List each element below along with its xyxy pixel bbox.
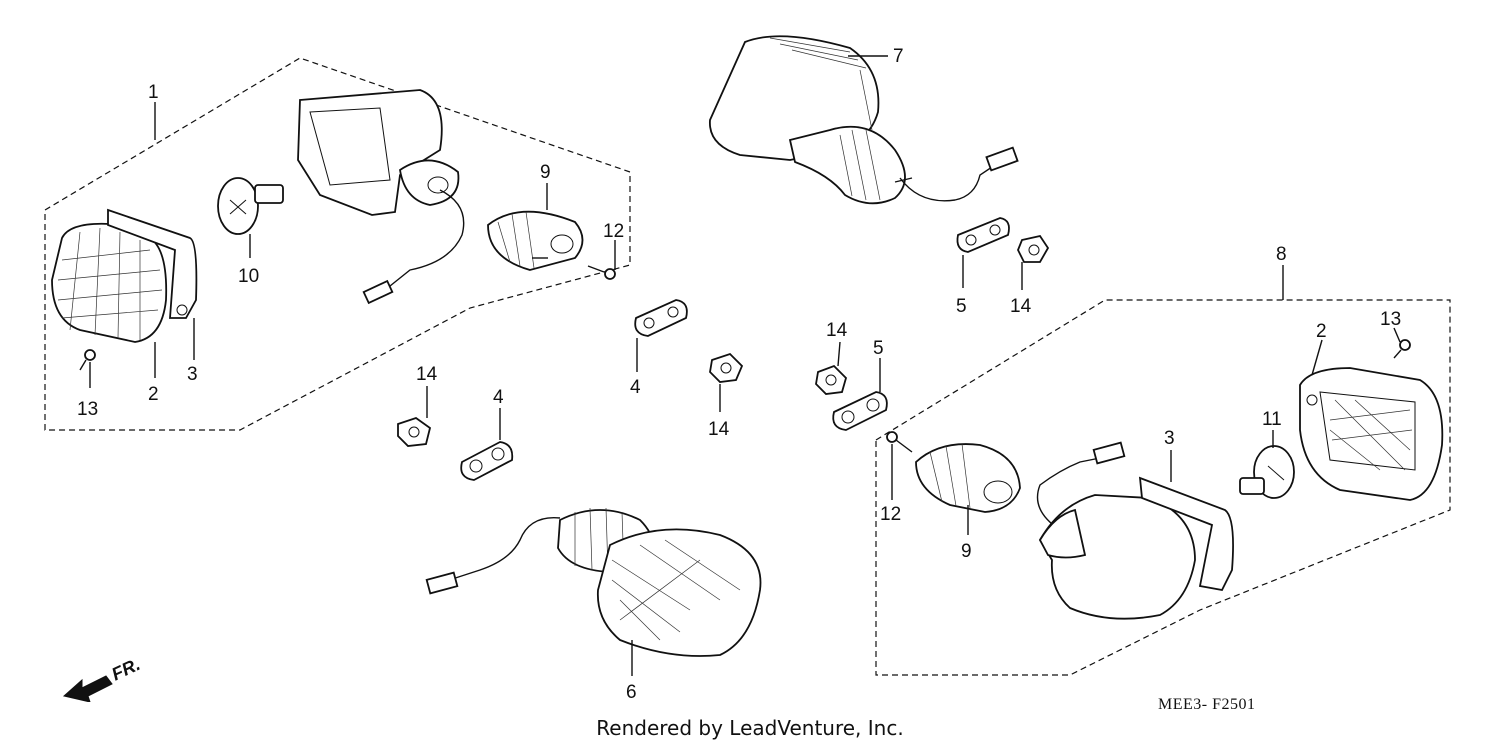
callout-14-mid: 14 — [708, 419, 730, 440]
callout-4-left: 4 — [493, 387, 504, 408]
housing-left — [297, 89, 460, 216]
callout-13-left: 13 — [77, 399, 98, 420]
nut-14-left — [397, 417, 432, 447]
lens-left — [51, 222, 168, 343]
assembly-boundary-right — [875, 299, 1451, 676]
gasket-left — [107, 208, 198, 319]
callout-7: 7 — [893, 46, 904, 67]
plate-5-top — [956, 217, 1010, 253]
plate-4-left — [460, 441, 514, 481]
callout-3-left: 3 — [187, 364, 198, 385]
callout-14-top: 14 — [1010, 296, 1032, 317]
credit-line: Rendered by LeadVenture, Inc. — [596, 716, 904, 740]
callout-9-left: 9 — [540, 162, 551, 183]
callout-12-right: 12 — [880, 504, 901, 525]
callout-6: 6 — [626, 682, 637, 703]
bulb-10 — [217, 177, 284, 235]
gasket-right — [1138, 476, 1234, 592]
callout-13-right: 13 — [1380, 309, 1401, 330]
screw-12-left — [587, 265, 616, 280]
callout-14-right: 14 — [826, 320, 848, 341]
front-direction-indicator: FR. — [60, 652, 170, 707]
callout-14-left: 14 — [416, 364, 438, 385]
callout-9-right: 9 — [961, 541, 972, 562]
housing-right — [1036, 441, 1196, 620]
screw-13-right — [1393, 339, 1411, 359]
callout-2-right: 2 — [1316, 321, 1327, 342]
nut-14-top — [1017, 234, 1050, 263]
grommet-9-right — [915, 443, 1021, 513]
callout-8: 8 — [1276, 244, 1287, 265]
grommet-9-left — [487, 210, 584, 271]
callout-5-right: 5 — [873, 338, 884, 359]
front-arrow-icon: FR. — [62, 654, 144, 703]
front-label: FR. — [109, 654, 144, 684]
callout-12-left: 12 — [603, 221, 624, 242]
plate-5-right — [832, 391, 888, 431]
callout-4-mid: 4 — [630, 377, 641, 398]
callout-3-right: 3 — [1164, 428, 1175, 449]
callout-5-top: 5 — [956, 296, 967, 317]
assembly-boundary-left — [44, 57, 631, 431]
plate-4-mid — [634, 299, 688, 337]
signal-7 — [709, 35, 1019, 205]
wire-left — [362, 189, 465, 305]
callout-10: 10 — [238, 266, 259, 287]
bulb-11 — [1239, 445, 1295, 499]
callout-2-left: 2 — [148, 384, 159, 405]
nut-14-mid — [709, 352, 744, 383]
nut-14-right — [815, 364, 848, 395]
screw-13-left — [79, 349, 96, 371]
signal-6 — [425, 507, 762, 657]
diagram-code: MEE3- F2501 — [1158, 696, 1256, 713]
callout-1: 1 — [148, 82, 159, 103]
leader-lines — [89, 55, 1401, 676]
callout-11: 11 — [1262, 409, 1282, 430]
lens-right — [1299, 367, 1444, 501]
screw-12-right — [886, 431, 913, 453]
